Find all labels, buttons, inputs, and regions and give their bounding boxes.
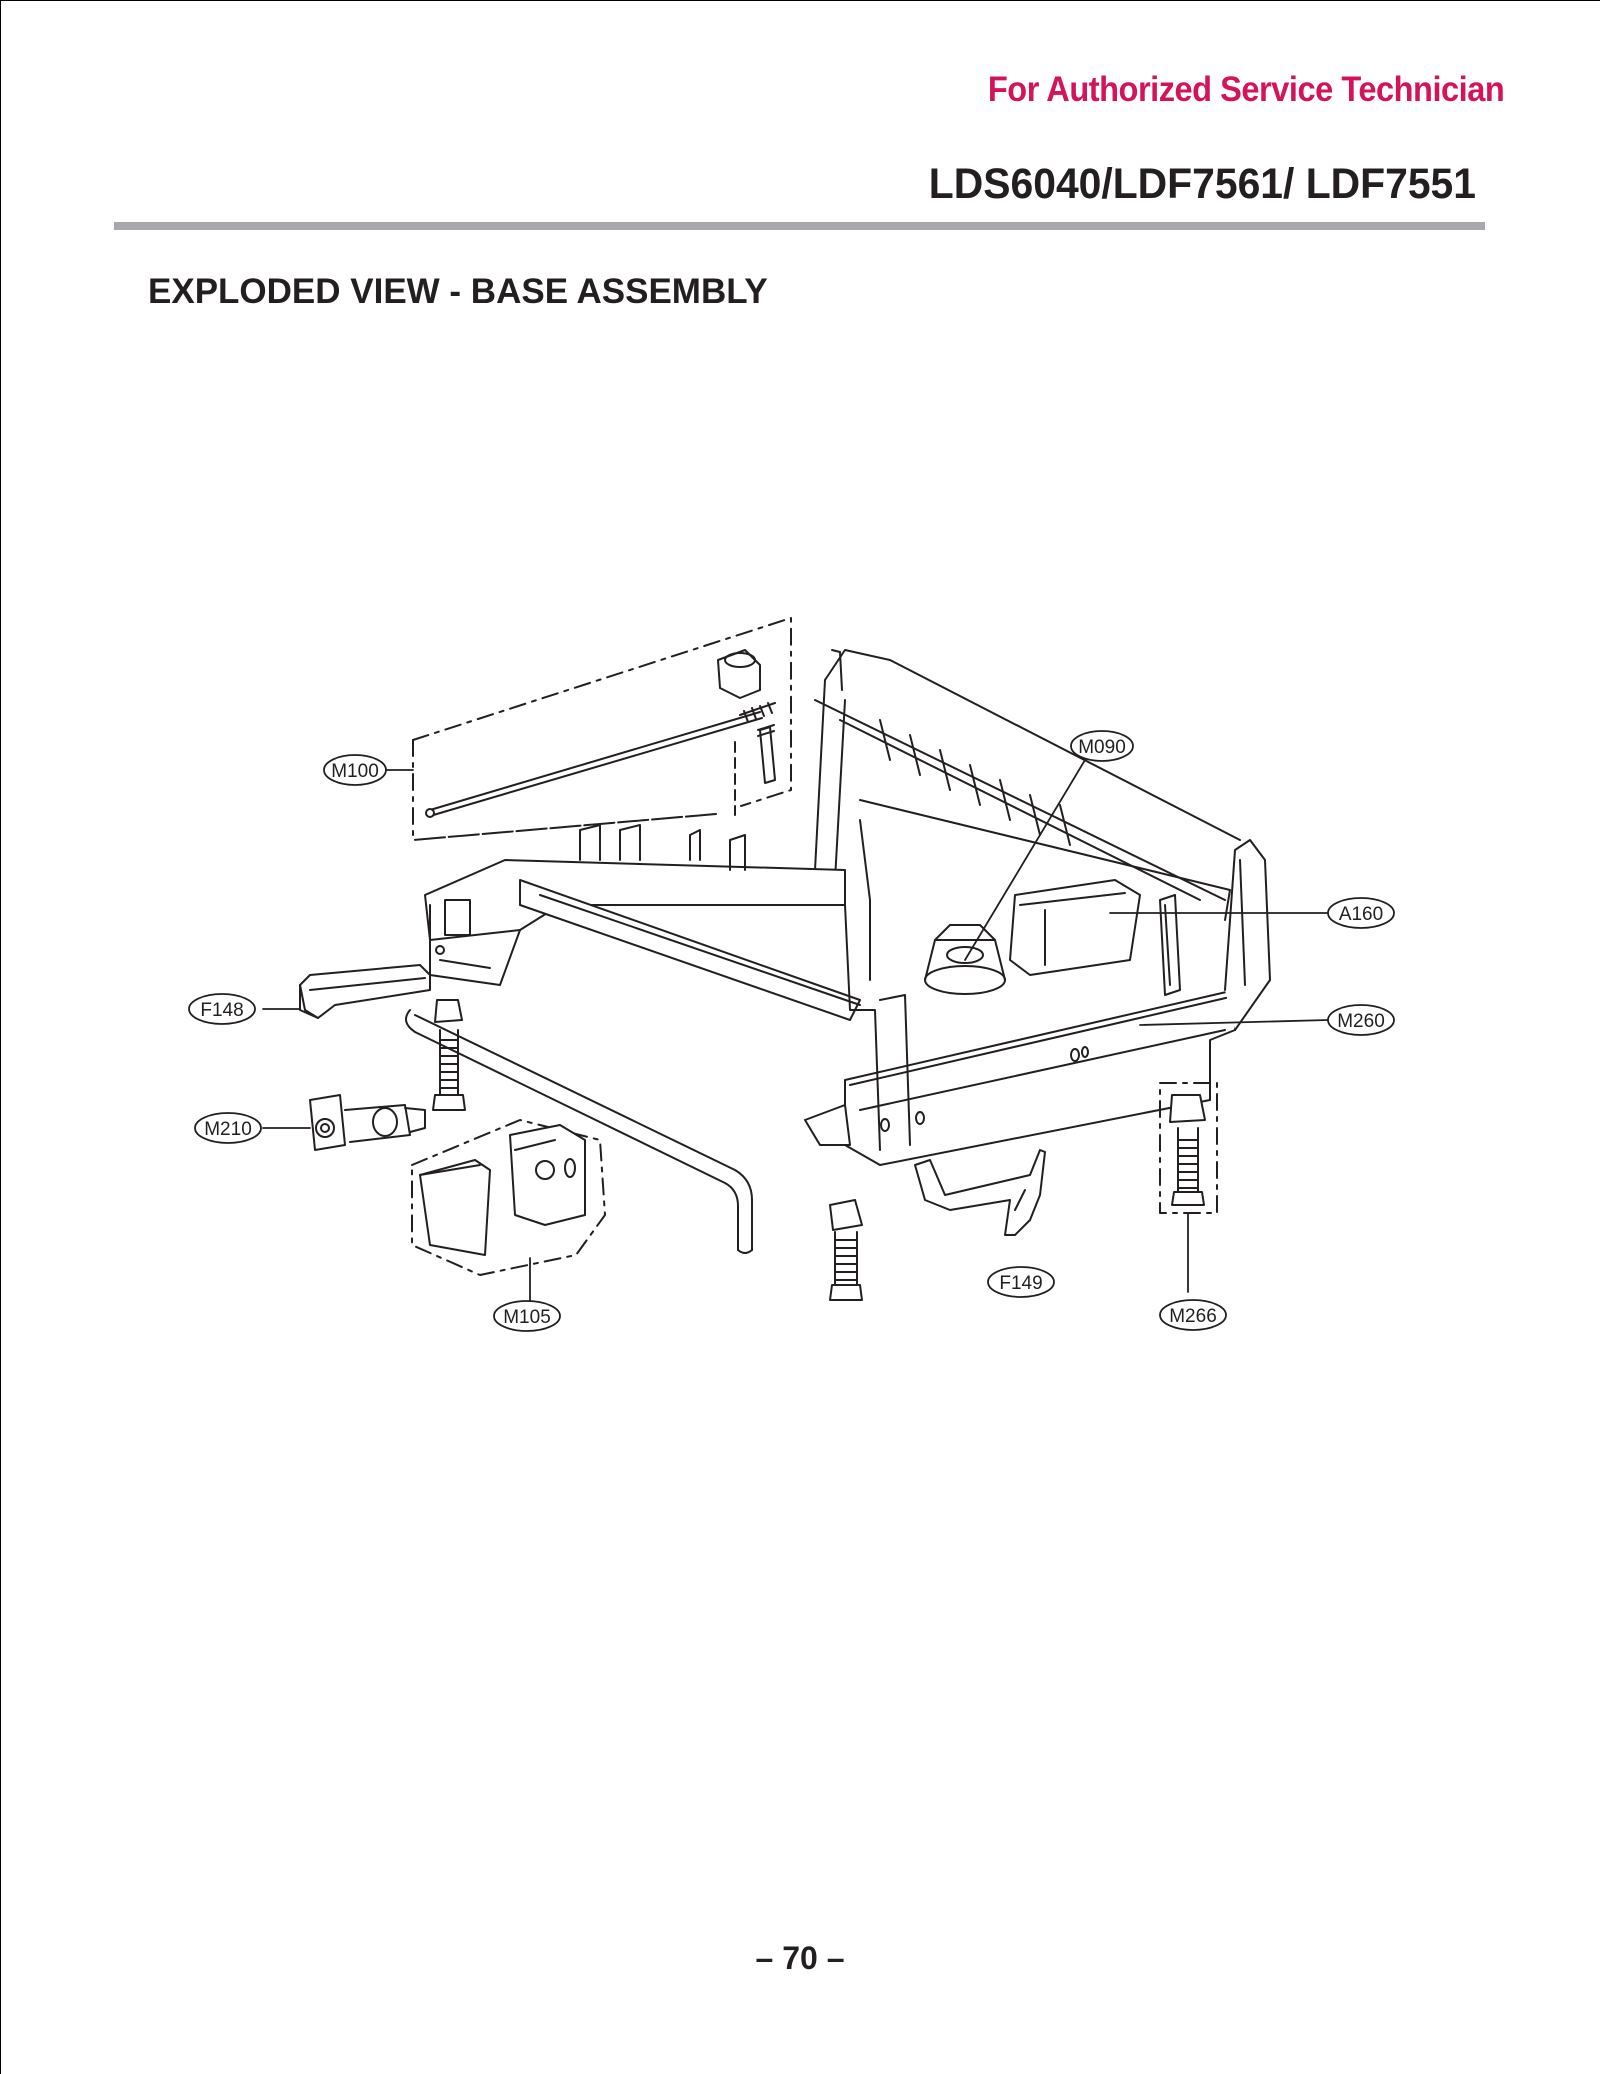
svg-text:F148: F148 — [200, 1000, 243, 1021]
foot-front-middle — [829, 1199, 863, 1301]
callout-a160: A160 — [1327, 897, 1395, 929]
header-divider — [114, 222, 1485, 230]
page-border-left — [0, 0, 1, 2074]
callout-f149: F149 — [987, 1266, 1055, 1298]
front-pipe — [405, 1009, 753, 1254]
leader-lines — [262, 759, 1329, 1303]
base-assembly-diagram: M100 M090 A160 F148 M260 M210 M105 F149 — [188, 617, 1395, 1332]
m100-group — [412, 617, 792, 841]
svg-text:M100: M100 — [331, 761, 379, 782]
callout-m260: M260 — [1327, 1004, 1395, 1036]
callout-m210: M210 — [194, 1112, 262, 1144]
sump-cup — [924, 924, 1006, 995]
svg-text:A160: A160 — [1339, 904, 1383, 925]
callout-m105: M105 — [493, 1300, 561, 1332]
callout-m090: M090 — [1070, 730, 1134, 762]
base-frame — [424, 649, 1271, 1166]
section-title: EXPLODED VIEW - BASE ASSEMBLY — [148, 272, 768, 311]
f148-hose — [299, 964, 431, 1019]
f149-hose — [914, 1149, 1046, 1236]
page-number: – 70 – — [755, 1940, 845, 1976]
foot-left-back — [432, 999, 466, 1111]
page-border-top — [0, 0, 1600, 1]
a160-control-box — [1009, 879, 1181, 996]
callout-m100: M100 — [323, 754, 387, 786]
callout-m266: M266 — [1159, 1299, 1227, 1331]
svg-text:M105: M105 — [503, 1307, 551, 1328]
svg-text:M266: M266 — [1169, 1306, 1217, 1327]
service-tagline: For Authorized Service Technician — [987, 70, 1505, 109]
svg-text:M210: M210 — [204, 1119, 252, 1140]
svg-text:M090: M090 — [1078, 737, 1126, 758]
m105-group — [411, 1119, 606, 1276]
callout-f148: F148 — [188, 993, 256, 1025]
model-number: LDS6040/LDF7561/ LDF7551 — [928, 160, 1476, 208]
m210-valve — [309, 1094, 426, 1151]
svg-text:M260: M260 — [1337, 1011, 1385, 1032]
svg-text:F149: F149 — [999, 1273, 1042, 1294]
m266-group — [1159, 1082, 1218, 1214]
